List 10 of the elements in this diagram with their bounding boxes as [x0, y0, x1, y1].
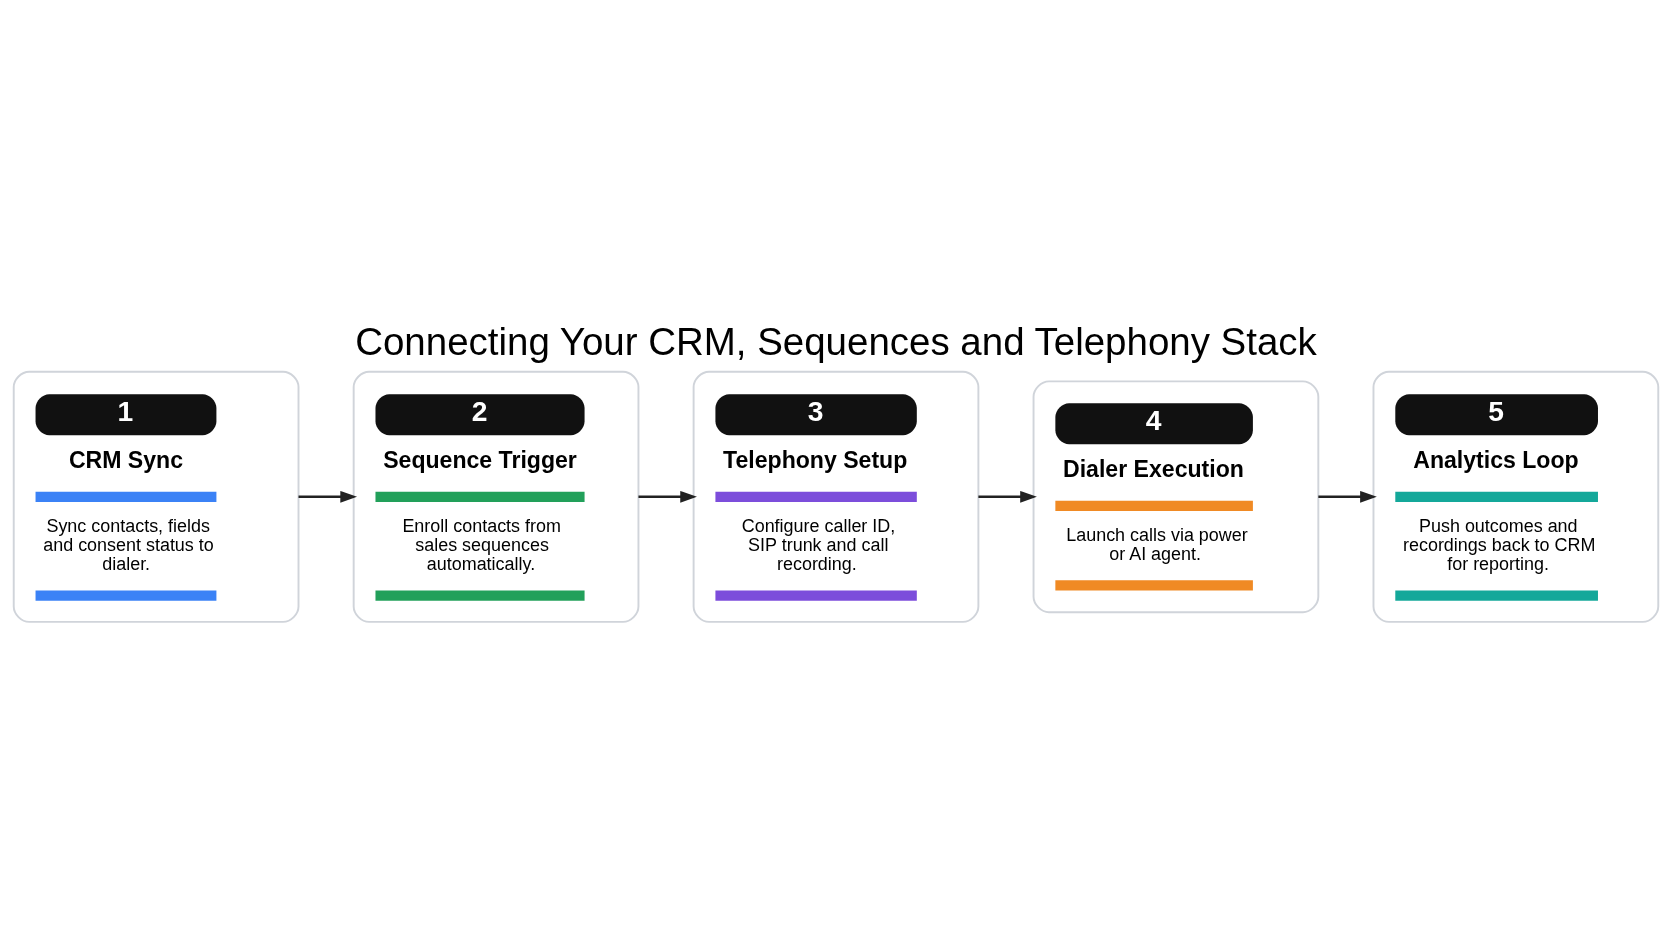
arrow: [1318, 490, 1377, 503]
node-box: 3 Telephony Setup Configure caller ID, SIP trunk and call recording.: [692, 370, 980, 623]
node-box: 5 Analytics Loop Push outcomes and recordings back to CRM for reporting.: [1372, 370, 1660, 623]
arrow: [638, 490, 697, 503]
node-box: 2 Sequence Trigger Enroll contacts from sales sequences automatically.: [352, 370, 640, 623]
arrow: [978, 490, 1037, 503]
node-box: 1 CRM Sync Sync contacts, fields and consent status to dialer.: [12, 370, 300, 623]
arrow: [298, 490, 357, 503]
node-box: 4 Dialer Execution Launch calls via power or AI agent.: [1032, 380, 1320, 614]
diagram-title: Connecting Your CRM, Sequences and Telephony Stack: [355, 320, 1317, 364]
